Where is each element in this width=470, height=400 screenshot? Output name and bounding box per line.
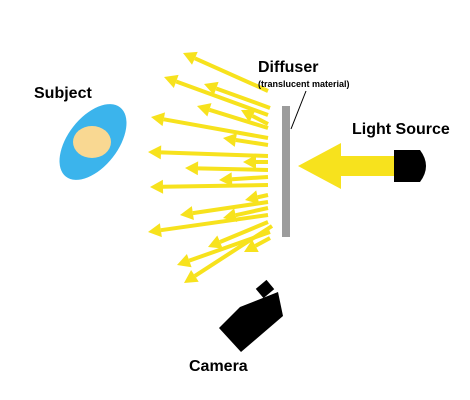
light-ray-arrowhead	[244, 239, 259, 252]
spotlight-icon	[394, 150, 426, 182]
light-ray-arrowhead	[151, 112, 166, 127]
light-ray-shaft	[219, 220, 269, 244]
light-ray-shaft	[197, 166, 269, 172]
light-ray-arrowhead	[241, 109, 256, 123]
light-ray-arrowhead	[150, 179, 164, 194]
light-ray-shaft	[235, 206, 269, 218]
light-ray-shaft	[192, 200, 269, 216]
light-ray-arrowhead	[177, 254, 192, 268]
light-ray-shaft	[175, 79, 269, 117]
light-ray-arrowhead	[148, 145, 162, 160]
light-ray-shaft	[194, 56, 269, 93]
diffuser-pointer-line	[290, 90, 307, 130]
light-ray-arrowhead	[243, 155, 256, 169]
light-ray-shaft	[163, 117, 269, 140]
camera-icon	[219, 279, 283, 352]
light-ray-arrowhead	[184, 270, 199, 283]
light-ray-shaft	[235, 138, 269, 147]
light-ray-arrowhead	[148, 223, 162, 238]
camera-body	[219, 292, 283, 352]
light-ray-arrowhead	[164, 74, 179, 89]
light-ray-shaft	[162, 183, 269, 189]
light-ray-shaft	[254, 236, 271, 248]
diffuser-panel	[282, 106, 290, 237]
light-ray-shaft	[231, 175, 269, 182]
diffused-light-rays	[148, 51, 274, 283]
incoming-light-beam	[298, 143, 394, 189]
light-ray-shaft	[160, 213, 269, 233]
subject-label: Subject	[34, 85, 92, 102]
light-ray-shaft	[251, 114, 269, 126]
light-ray-arrowhead	[180, 206, 194, 221]
subject	[59, 104, 127, 180]
light-ray-arrowhead	[219, 172, 233, 187]
light-ray-shaft	[257, 193, 269, 200]
light-ray-arrowhead	[245, 190, 260, 205]
light-ray-arrowhead	[208, 235, 223, 249]
light-ray-shaft	[193, 224, 274, 278]
diffuser-label: Diffuser	[258, 59, 319, 76]
light-ray-shaft	[160, 150, 269, 158]
diffuser-note: (translucent material)	[258, 79, 350, 89]
light-ray-arrowhead	[183, 51, 198, 65]
light-ray-shaft	[208, 107, 269, 130]
light-source-label: Light Source	[352, 121, 450, 138]
subject-face	[73, 126, 111, 158]
camera-lens	[255, 279, 275, 299]
light-ray-arrowhead	[197, 103, 212, 117]
camera-label: Camera	[189, 358, 248, 375]
light-ray-arrowhead	[204, 81, 219, 96]
light-ray-arrowhead	[185, 161, 199, 176]
light-ray-shaft	[215, 86, 271, 110]
light-ray-arrowhead	[223, 133, 237, 147]
